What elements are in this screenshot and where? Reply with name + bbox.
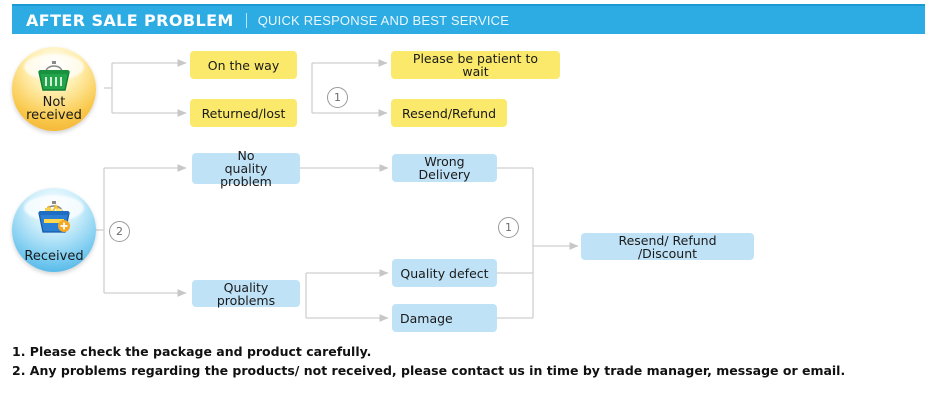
node-label: Resend/Refund bbox=[401, 105, 497, 121]
node-label-line2: quality problem bbox=[220, 161, 272, 189]
shopping-basket-icon bbox=[38, 61, 70, 91]
node-wrong-delivery[interactable]: Wrong Delivery bbox=[392, 154, 497, 182]
node-label: On the way bbox=[207, 57, 280, 73]
step-marker-1-bottom: 1 bbox=[498, 217, 519, 238]
node-on-the-way[interactable]: On the way bbox=[190, 51, 297, 79]
node-resend-refund-discount[interactable]: Resend/ Refund /Discount bbox=[581, 233, 754, 260]
page-title: AFTER SALE PROBLEM bbox=[26, 10, 234, 30]
node-quality-problems[interactable]: Quality problems bbox=[192, 280, 300, 307]
footer-note-2: 2. Any problems regarding the products/ … bbox=[12, 363, 846, 378]
header-subtitle: QUICK RESPONSE AND BEST SERVICE bbox=[257, 12, 510, 28]
node-damage[interactable]: Damage bbox=[392, 304, 497, 332]
node-label: Damage bbox=[400, 310, 453, 326]
stage-not-received: Not received bbox=[12, 47, 96, 131]
stage-label-line1: Received bbox=[24, 249, 84, 264]
footer-notes: 1. Please check the package and product … bbox=[12, 342, 912, 380]
step-marker-1-top: 1 bbox=[327, 87, 348, 108]
node-label: Returned/lost bbox=[201, 105, 286, 121]
node-label: Quality defect bbox=[400, 265, 489, 281]
node-quality-defect[interactable]: Quality defect bbox=[392, 259, 497, 287]
footer-note-1: 1. Please check the package and product … bbox=[12, 344, 372, 359]
node-label: Wrong Delivery bbox=[418, 154, 471, 182]
header-bar: AFTER SALE PROBLEM QUICK RESPONSE AND BE… bbox=[12, 4, 925, 34]
step-marker-2: 2 bbox=[109, 221, 130, 242]
stage-received: Received bbox=[12, 188, 96, 272]
header-divider bbox=[245, 12, 247, 28]
stage-label-line1: Not bbox=[42, 95, 66, 110]
stage-received-label: Received bbox=[24, 250, 83, 263]
node-resend-refund[interactable]: Resend/Refund bbox=[391, 99, 507, 127]
node-returned-lost[interactable]: Returned/lost bbox=[190, 99, 297, 127]
node-label: Please be patient to wait bbox=[412, 51, 539, 79]
node-label: Resend/ Refund /Discount bbox=[618, 232, 717, 261]
node-please-be-patient[interactable]: Please be patient to wait bbox=[391, 51, 560, 79]
stage-label-line2: received bbox=[26, 108, 82, 123]
node-no-quality-problem[interactable]: No quality problem bbox=[192, 149, 300, 188]
stage-not-received-label: Not received bbox=[26, 96, 82, 122]
filled-shopping-basket-icon bbox=[38, 201, 70, 233]
node-label: Quality problems bbox=[216, 279, 276, 308]
node-label-line1: No bbox=[237, 148, 255, 163]
